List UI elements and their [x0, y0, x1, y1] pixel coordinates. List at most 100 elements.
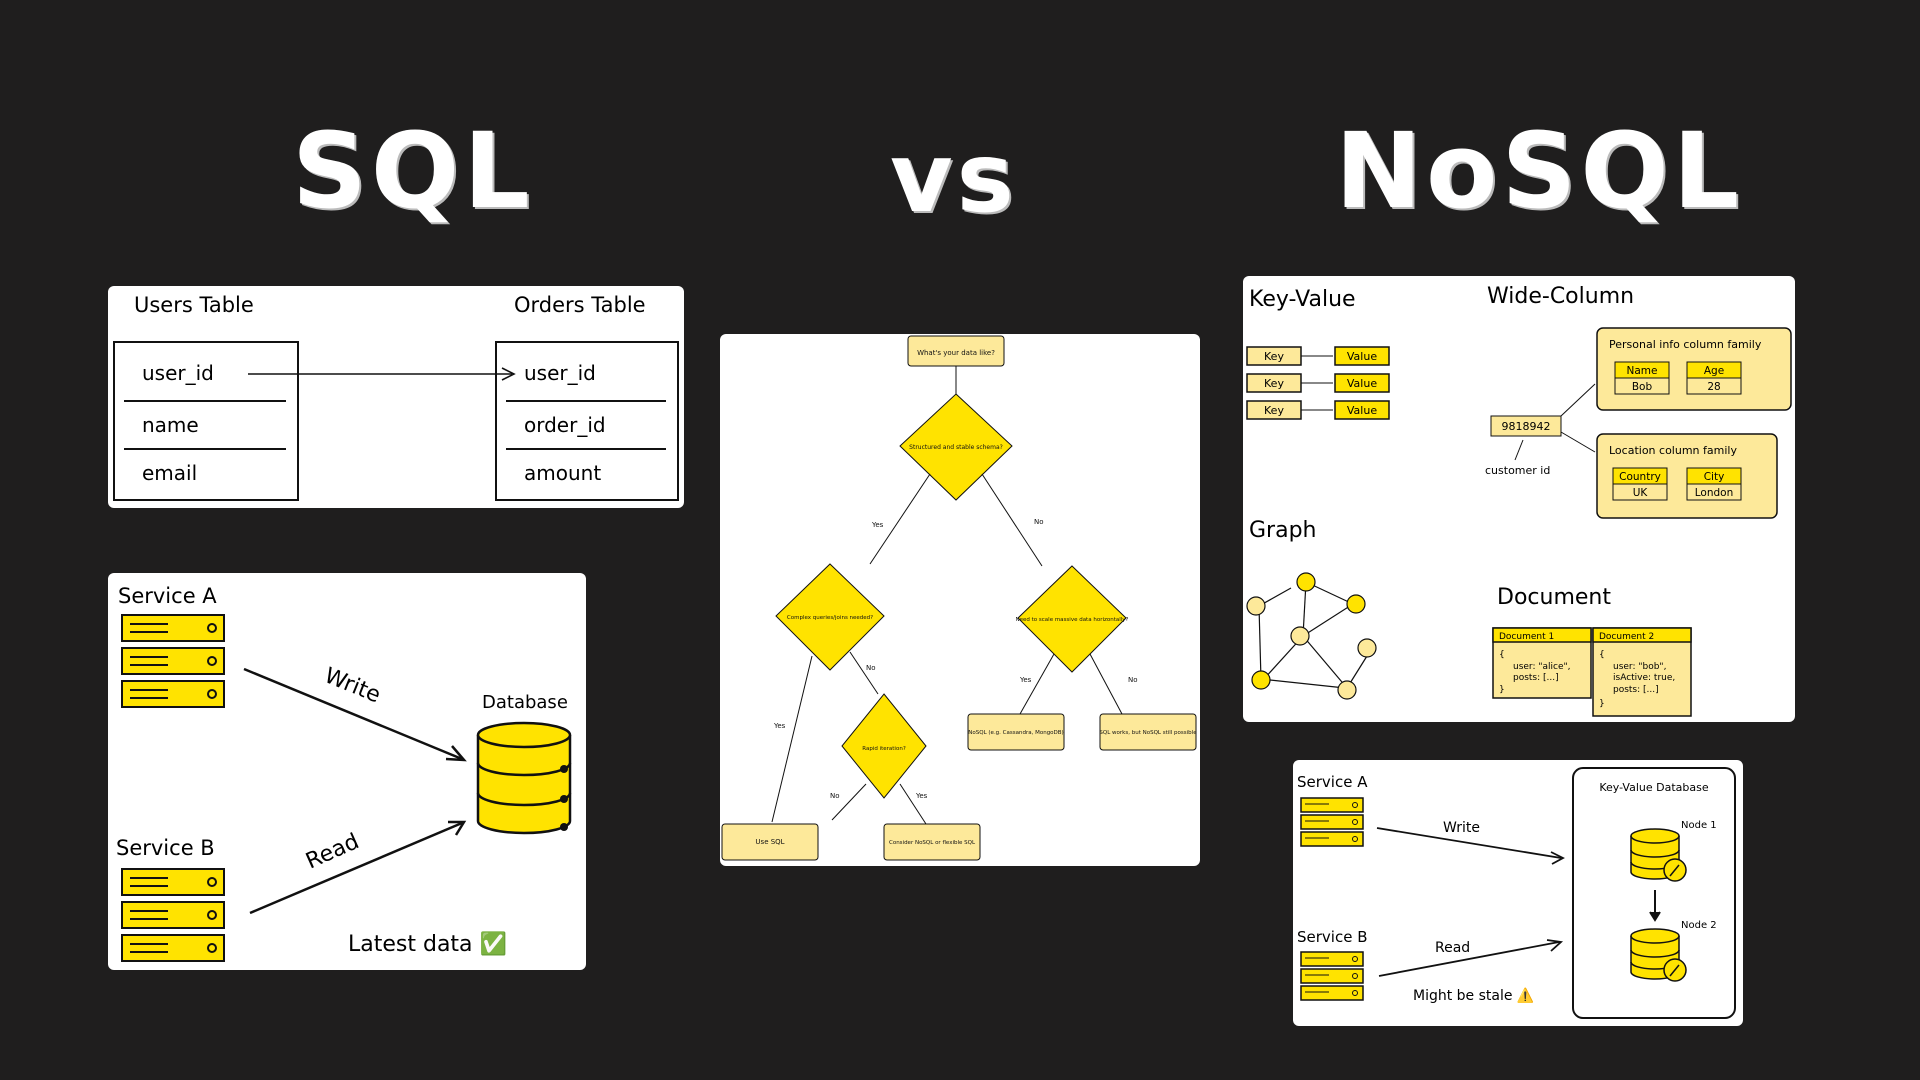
flow-out-nosql-text: NoSQL (e.g. Cassandra, MongoDB) [968, 730, 1063, 736]
flow-q4-node [841, 693, 927, 799]
location-family-label: Location column family [1609, 444, 1737, 457]
flow-q3-text: Need to scale massive data horizontally? [1016, 617, 1129, 623]
service-b-label: Service B [116, 836, 215, 860]
document-2-title: Document 2 [1599, 632, 1654, 642]
document-1-line-1: user: "alice", [1513, 662, 1571, 672]
flow-out-sqlworks [1099, 713, 1197, 751]
vs-heading: vs [890, 122, 1018, 234]
document-1-line-2: posts: [...] [1513, 673, 1559, 683]
flow-out-flex-text: Consider NoSQL or flexible SQL [889, 840, 976, 846]
flow-yes-3: Yes [915, 792, 928, 800]
flow-no-2: No [866, 664, 876, 672]
kv-value-3: Value [1347, 404, 1377, 417]
flow-yes-2: Yes [773, 722, 786, 730]
flow-yes-1: Yes [871, 521, 884, 529]
flow-q1-node [899, 393, 1013, 501]
flow-no-3: No [830, 792, 840, 800]
flow-q1-text: Structured and stable schema? [909, 444, 1003, 451]
flow-q2-node [775, 563, 885, 671]
nosql-service-b-server-icon [1300, 951, 1364, 1001]
sql-consistency-panel: Service A Service B Write [108, 573, 586, 970]
orders-table-title: Orders Table [514, 293, 646, 317]
kv-key-3: Key [1264, 404, 1284, 417]
nosql-service-a-server-icon [1300, 797, 1364, 847]
users-field-email: email [142, 461, 197, 485]
graph-title: Graph [1249, 518, 1316, 543]
users-table [113, 341, 299, 501]
document-2-close: } [1599, 699, 1605, 709]
orders-field-user-id: user_id [524, 361, 596, 385]
nosql-service-a-label: Service A [1297, 773, 1368, 791]
age-value: 28 [1707, 381, 1720, 393]
flow-start-text: What's your data like? [917, 349, 995, 357]
name-header: Name [1627, 365, 1658, 377]
nosql-service-b-label: Service B [1297, 928, 1368, 946]
nosql-types-panel: Key-Value Key Value Key Value Key Value … [1243, 276, 1795, 722]
node-1-database-icon [1630, 828, 1687, 882]
row-key-box [1490, 415, 1562, 437]
read-arrow [249, 821, 463, 915]
nosql-write-label: Write [1443, 820, 1480, 836]
stale-note: Might be stale ⚠️ [1413, 987, 1534, 1004]
latest-data-note: Latest data ✅ [348, 931, 507, 957]
write-arrow [243, 667, 463, 761]
document-2-line-1: user: "bob", [1613, 662, 1666, 672]
orders-table [495, 341, 679, 501]
flow-out-sqlworks-text: SQL works, but NoSQL still possible [1099, 730, 1197, 736]
kv-title: Key-Value [1249, 287, 1356, 312]
customer-id-label: customer id [1485, 464, 1550, 477]
flow-out-flex [883, 823, 981, 861]
orders-field-amount: amount [524, 461, 601, 485]
flow-no-1: No [1034, 518, 1044, 526]
nosql-write-arrow [1376, 827, 1562, 859]
database-icon [476, 721, 572, 835]
service-a-label: Service A [118, 584, 217, 608]
graph-icon [1246, 572, 1377, 700]
age-header: Age [1704, 365, 1724, 377]
document-1-open: { [1499, 650, 1505, 660]
sql-heading: SQL [292, 110, 534, 232]
nosql-read-label: Read [1435, 940, 1470, 956]
users-table-title: Users Table [134, 293, 254, 317]
document-1-title: Document 1 [1499, 632, 1554, 642]
users-field-user-id: user_id [142, 361, 214, 385]
kv-key-1: Key [1264, 350, 1284, 363]
sql-tables-panel: Users Table Orders Table user_id name em… [108, 286, 684, 508]
flowchart-panel: What's your data like? Structured and st… [720, 334, 1200, 866]
flow-yes-4: Yes [1019, 676, 1032, 684]
flow-out-sql [721, 823, 819, 861]
flow-q2-text: Complex queries/joins needed? [787, 615, 873, 621]
personal-family-label: Personal info column family [1609, 338, 1762, 351]
country-header: Country [1619, 471, 1661, 483]
row-key: 9818942 [1502, 420, 1551, 433]
flow-q4-text: Rapid iteration? [862, 746, 906, 752]
kv-pairs: Key Value Key Value Key Value [1246, 346, 1390, 420]
database-label: Database [482, 692, 568, 713]
nosql-consistency-panel: Service A Service B Write Read Might be … [1293, 760, 1743, 1026]
kv-value-2: Value [1347, 377, 1377, 390]
nosql-heading: NoSQL [1335, 110, 1744, 232]
country-value: UK [1633, 487, 1649, 499]
kv-database-label: Key-Value Database [1599, 781, 1708, 794]
users-field-name: name [142, 413, 199, 437]
document-title: Document [1497, 585, 1611, 610]
name-value: Bob [1632, 381, 1653, 393]
service-a-server-icon [121, 614, 225, 708]
document-2-open: { [1599, 650, 1605, 660]
kv-key-2: Key [1264, 377, 1284, 390]
document-2-line-3: posts: [...] [1613, 685, 1659, 695]
node-1-label: Node 1 [1681, 820, 1717, 831]
write-label: Write [321, 663, 384, 708]
document-2-line-2: isActive: true, [1613, 673, 1675, 683]
service-b-server-icon [121, 868, 225, 962]
flow-q3-node [1017, 565, 1127, 673]
nosql-read-arrow [1378, 941, 1560, 977]
city-header: City [1704, 471, 1725, 483]
flow-no-4: No [1128, 676, 1138, 684]
orders-field-order-id: order_id [524, 413, 606, 437]
kv-value-1: Value [1347, 350, 1377, 363]
sql-tables-diagram: Users Table Orders Table user_id name em… [113, 293, 679, 501]
node-2-database-icon [1630, 928, 1687, 982]
node-2-label: Node 2 [1681, 920, 1717, 931]
wide-column-title: Wide-Column [1487, 284, 1634, 309]
